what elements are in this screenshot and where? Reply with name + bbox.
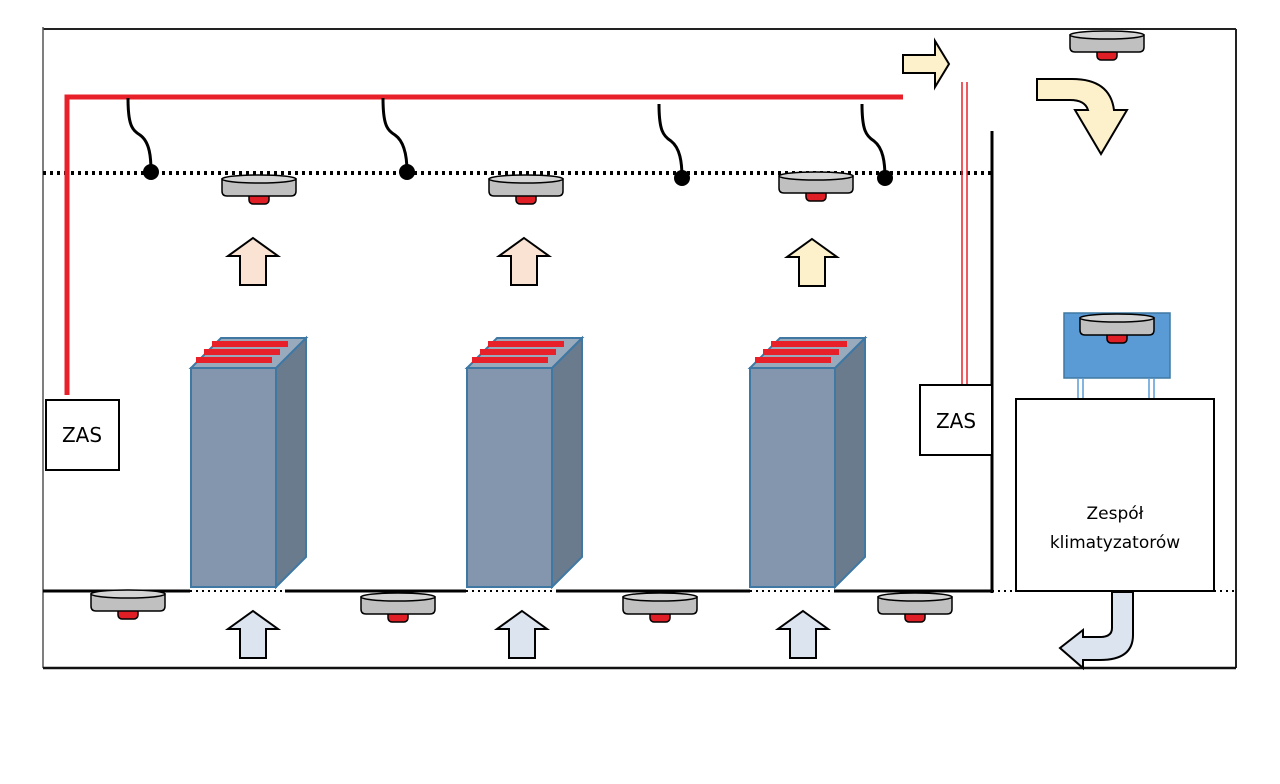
ceiling-detector-return: [1069, 30, 1145, 61]
server-rack-2: [464, 335, 585, 590]
nozzle-4: [860, 103, 893, 186]
rack-front-face: [466, 367, 553, 588]
nozzle-2: [381, 97, 415, 180]
floor-detector-4: [877, 592, 953, 623]
room-outline: [42, 27, 1237, 670]
warm-air-arrow-1: [227, 237, 279, 286]
cool-air-arrow-2: [496, 610, 548, 659]
rack-vent-stripe: [480, 349, 556, 355]
rack-front-face: [749, 367, 836, 588]
left-control-panel-label: ZAS: [62, 423, 102, 447]
ceiling-detector-1: [221, 174, 297, 205]
supply-air-curved-arrow: [1058, 591, 1134, 671]
rack-side-face: [551, 335, 583, 590]
rack-vent-stripe: [196, 357, 272, 363]
rack-vent-stripe: [771, 341, 847, 347]
hot-air-arrow-3: [786, 238, 838, 287]
ceiling-detector-2: [488, 174, 564, 205]
ac-unit-label-line2: klimatyzatorów: [1050, 533, 1180, 553]
floor-detector-1: [90, 589, 166, 620]
right-control-panel[interactable]: ZAS: [919, 384, 993, 456]
left-control-panel[interactable]: ZAS: [45, 399, 120, 471]
rack-side-face: [834, 335, 866, 590]
server-rack-1: [188, 335, 309, 590]
warm-air-arrow-2: [498, 237, 550, 286]
nozzle-1: [126, 97, 159, 180]
rack-vent-stripe: [204, 349, 280, 355]
cool-air-arrow-1: [227, 610, 279, 659]
cool-air-arrow-3: [777, 610, 829, 659]
nozzle-drops: [126, 97, 893, 186]
ceiling-detector-3: [778, 171, 854, 202]
rack-front-face: [190, 367, 277, 588]
rack-vent-stripe: [763, 349, 839, 355]
extinguishant-pipe: [64, 82, 968, 395]
rack-vent-stripe: [212, 341, 288, 347]
return-air-curved-arrow: [1036, 78, 1129, 156]
server-rack-3: [747, 335, 868, 590]
right-control-panel-label: ZAS: [936, 409, 976, 433]
rack-vent-stripe: [488, 341, 564, 347]
rack-vent-stripe: [755, 357, 831, 363]
ac-unit-label-line1: Zespół: [1087, 504, 1144, 524]
ac-unit[interactable]: Zespół klimatyzatorów: [1015, 398, 1215, 592]
exhaust-arrow-right: [902, 37, 951, 91]
rack-vent-stripe: [472, 357, 548, 363]
nozzle-3: [657, 103, 690, 186]
floor-detector-2: [360, 592, 436, 623]
floor-detector-3: [622, 592, 698, 623]
rack-side-face: [275, 335, 307, 590]
